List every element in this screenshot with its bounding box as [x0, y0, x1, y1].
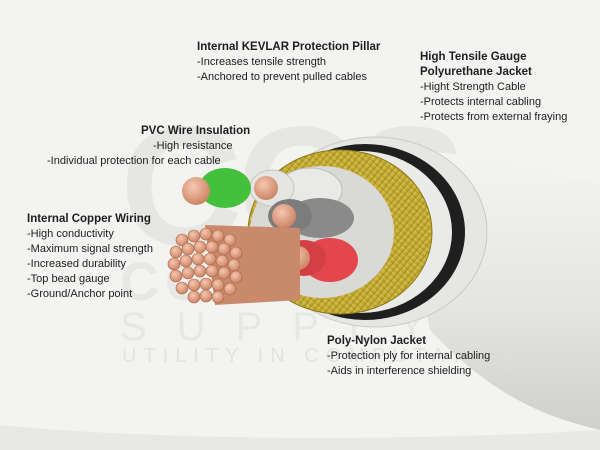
pu-jacket-title-2: Polyurethane Jacket [420, 66, 532, 78]
pu-jacket-line: -Protects internal cabling [420, 96, 542, 108]
watermark-tagline: UTILITY IN COMPUTATION [122, 345, 526, 367]
kevlar-line: -Increases tensile strength [197, 56, 327, 68]
copper-line: -Top bead gauge [27, 273, 110, 285]
copper-line: -Ground/Anchor point [27, 288, 133, 300]
nylon-line: -Aids in interference shielding [327, 365, 472, 377]
pvc-title: PVC Wire Insulation [141, 125, 251, 137]
gray-wire [268, 198, 354, 238]
copper-bundle [167, 225, 300, 305]
callout-poly-nylon-jacket: Poly-Nylon Jacket -Protection ply for in… [327, 334, 490, 379]
pvc-line: -High resistance [153, 140, 233, 152]
copper-line: -Increased durability [27, 258, 127, 270]
callout-kevlar: Internal KEVLAR Protection Pillar -Incre… [197, 40, 380, 85]
copper-title: Internal Copper Wiring [27, 213, 151, 225]
pvc-line: -Individual protection for each cable [47, 155, 221, 167]
nylon-title: Poly-Nylon Jacket [327, 335, 427, 347]
pu-jacket-line: -Hight Strength Cable [420, 81, 526, 93]
cable-shadow [0, 425, 600, 450]
kevlar-line: -Anchored to prevent pulled cables [197, 71, 367, 83]
callout-copper-wiring: Internal Copper Wiring -High conductivit… [27, 212, 153, 302]
pu-jacket-title-1: High Tensile Gauge [420, 51, 527, 63]
callout-polyurethane-jacket: High Tensile Gauge Polyurethane Jacket -… [420, 50, 567, 125]
copper-line: -High conductivity [27, 228, 114, 240]
kevlar-title: Internal KEVLAR Protection Pillar [197, 41, 381, 53]
copper-line: -Maximum signal strength [27, 243, 153, 255]
callout-pvc-insulation: PVC Wire Insulation -High resistance -In… [47, 124, 250, 169]
green-wire [182, 168, 251, 208]
pu-jacket-line: -Protects from external fraying [420, 111, 568, 123]
nylon-line: -Protection ply for internal cabling [327, 350, 491, 362]
